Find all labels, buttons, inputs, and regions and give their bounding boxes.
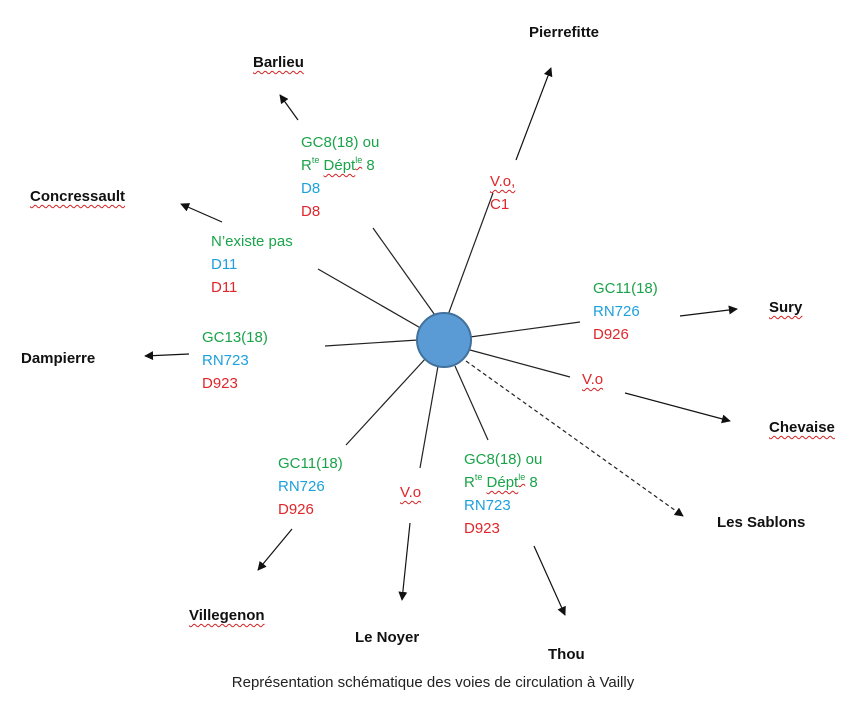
arrow-pierrefitte: [515, 67, 553, 161]
arrow-thou: [533, 545, 566, 616]
road-d-dampierre: D923: [202, 375, 238, 392]
place-barlieu: Barlieu: [253, 54, 304, 71]
road-gc-barlieu: GC8(18) ou: [301, 134, 380, 151]
road-label-villegenon: GC11(18) RN726 D926: [278, 452, 343, 521]
place-chevaise: Chevaise: [769, 419, 835, 436]
road-label-sury: GC11(18) RN726 D926: [593, 277, 658, 346]
road-rn-dampierre: RN723: [202, 352, 249, 369]
place-les-sablons: Les Sablons: [717, 514, 806, 531]
road-line-concressault: [317, 268, 425, 331]
road-label-le-noyer: V.o: [400, 481, 421, 504]
place-dampierre: Dampierre: [21, 350, 96, 367]
road-line-pierrefitte: [447, 192, 494, 316]
arrow-le-noyer: [398, 522, 411, 601]
road-d-thou: D923: [464, 520, 500, 537]
road-c1-pierrefitte: C1: [490, 196, 510, 213]
road-label-thou: GC8(18) ou Rte Déptle 8 RN723 D923: [464, 448, 542, 540]
road-vo-chevaise: V.o: [582, 371, 604, 388]
road-gc-villegenon: GC11(18): [278, 455, 343, 472]
road-d-villegenon: D926: [278, 501, 314, 518]
place-concressault: Concressault: [30, 188, 126, 205]
figure-caption: Représentation schématique des voies de …: [231, 674, 635, 691]
road-vo-pierrefitte: V.o,: [490, 173, 516, 190]
road-d-sury: D926: [593, 326, 629, 343]
road-label-barlieu: GC8(18) ou Rte Déptle 8 D8 D8: [301, 131, 379, 223]
road-line-chevaise: [469, 349, 571, 378]
place-le-noyer: Le Noyer: [355, 629, 420, 646]
road-rn-villegenon: RN726: [278, 478, 325, 495]
road-gc-dampierre: GC13(18): [202, 329, 268, 346]
road-line-le-noyer: [419, 365, 439, 469]
road-gc-thou: GC8(18) ou: [464, 451, 543, 468]
road-label-concressault: N’existe pas D11 D11: [211, 230, 293, 299]
road-gc-sury: GC11(18): [593, 280, 658, 297]
road-line-thou: [454, 365, 489, 441]
road-line-barlieu: [372, 227, 438, 319]
road-rn-barlieu: D8: [301, 180, 321, 197]
place-thou: Thou: [548, 646, 585, 663]
road-rte-thou: Rte Déptle 8: [464, 472, 538, 492]
road-line-sury: [469, 321, 581, 338]
arrow-chevaise: [624, 392, 731, 424]
road-rn-thou: RN723: [464, 497, 511, 514]
road-label-dampierre: GC13(18) RN723 D923: [202, 326, 268, 395]
place-pierrefitte: Pierrefitte: [529, 24, 600, 41]
road-line-villegenon: [345, 357, 427, 446]
road-vo-le-noyer: V.o: [400, 484, 422, 501]
arrow-sury: [679, 305, 738, 317]
road-rte-barlieu: Rte Déptle 8: [301, 155, 375, 175]
road-line-les-sablons: [465, 360, 684, 517]
road-line-dampierre: [324, 339, 419, 347]
arrow-barlieu: [279, 94, 299, 121]
road-status-concressault: N’existe pas: [211, 233, 293, 250]
road-rn-sury: RN726: [593, 303, 640, 320]
place-villegenon: Villegenon: [189, 607, 265, 624]
road-rn-concressault: D11: [211, 256, 238, 273]
place-sury: Sury: [769, 299, 803, 316]
hub-node: [416, 312, 472, 368]
road-label-pierrefitte: V.o, C1: [490, 170, 515, 216]
arrow-dampierre: [144, 351, 190, 361]
road-label-chevaise: V.o: [582, 368, 603, 391]
arrow-villegenon: [257, 528, 293, 571]
road-d-concressault: D11: [211, 279, 238, 296]
arrow-concressault: [180, 203, 223, 223]
road-d-barlieu: D8: [301, 203, 321, 220]
